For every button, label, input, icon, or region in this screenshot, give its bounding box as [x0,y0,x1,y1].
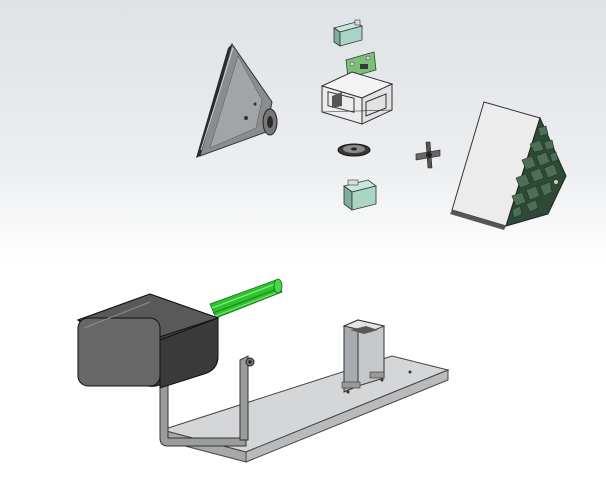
green-rod-bundle[interactable] [209,278,283,319]
motor-housing[interactable] [76,293,220,389]
gear-wheel[interactable] [337,143,371,157]
upright-bracket[interactable] [341,319,386,393]
servo-bracket-frame[interactable] [320,71,394,125]
bottom-servo[interactable] [343,179,377,211]
control-board[interactable] [345,51,377,79]
left-triangular-panel[interactable] [196,42,273,158]
top-servo[interactable] [333,19,363,47]
l-shaped-arm[interactable] [159,355,255,447]
servo-horn-small[interactable] [262,108,278,136]
right-solar-panel[interactable] [450,101,567,230]
cross-servo-horn[interactable] [415,141,441,169]
